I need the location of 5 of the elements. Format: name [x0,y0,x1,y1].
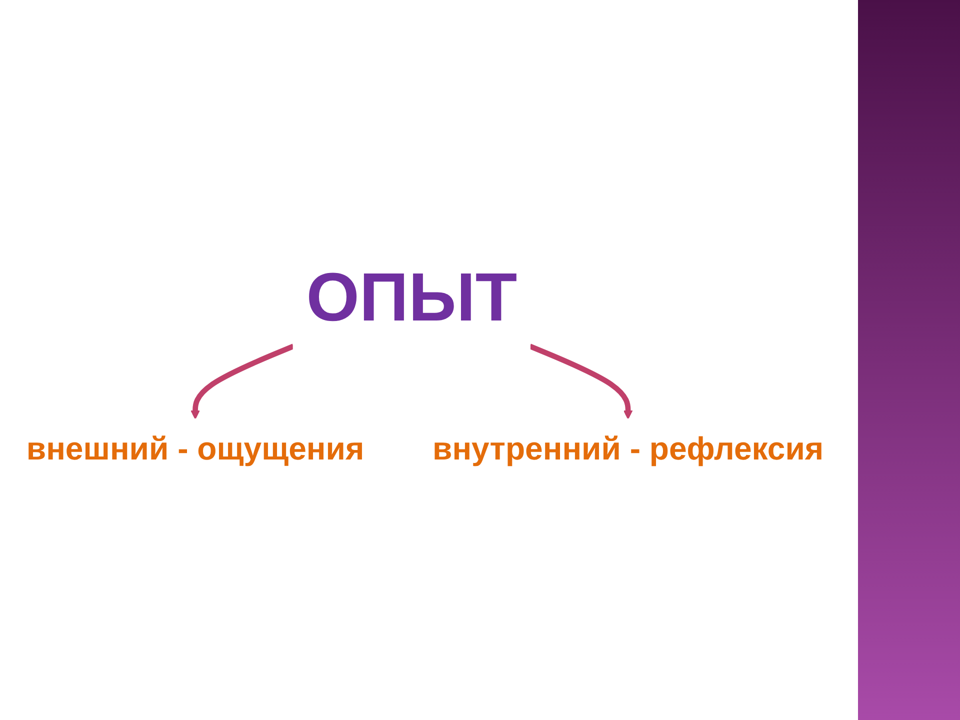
node-text: внешний - ощущения [26,432,364,468]
node-text: ОПЫТ [306,259,518,336]
node-text: внутренний - рефлексия [432,432,824,468]
arrow [190,344,294,420]
arrow [528,344,633,420]
